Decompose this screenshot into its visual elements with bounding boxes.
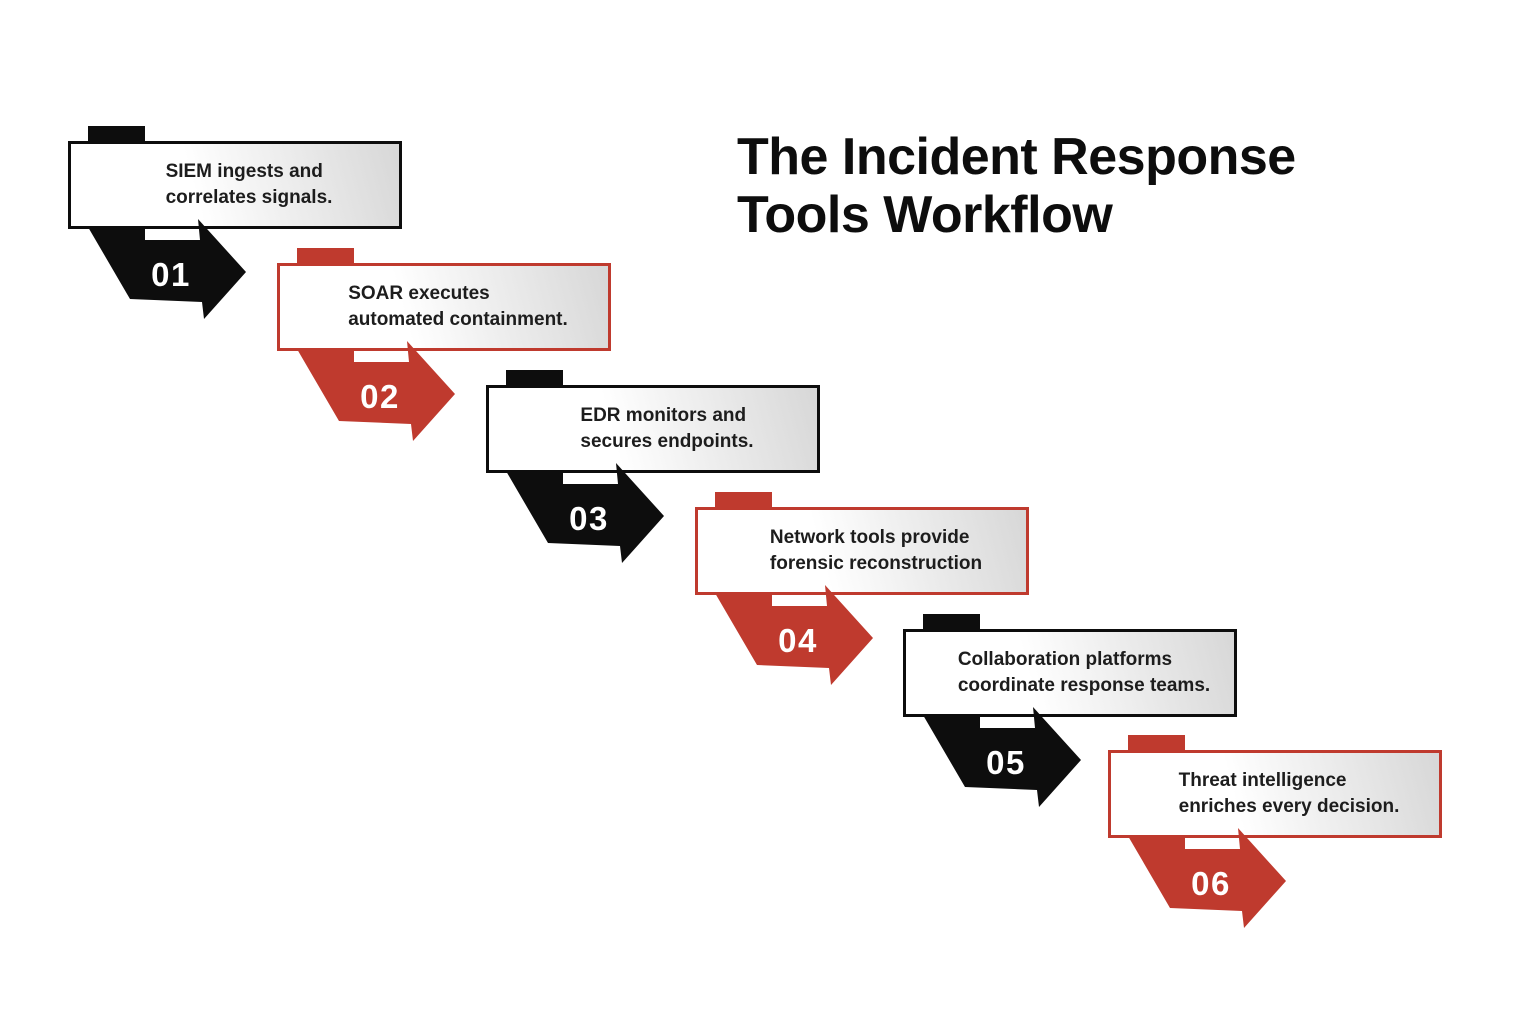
ribbon-tab <box>715 492 772 509</box>
workflow-step-06: Threat intelligence enriches every decis… <box>1108 735 1444 931</box>
step-text-line: forensic reconstruction <box>769 553 983 574</box>
step-description: SIEM ingests and correlates signals. <box>138 159 333 210</box>
step-text-line: Network tools provide <box>769 527 970 549</box>
ribbon-tab <box>297 248 354 265</box>
step-number: 05 <box>986 744 1026 781</box>
step-box: SOAR executes automated containment. <box>277 263 611 351</box>
step-arrow: 02 <box>297 341 455 441</box>
workflow-step-04: Network tools provide forensic reconstru… <box>695 492 1031 688</box>
page-title: The Incident Response Tools Workflow <box>737 128 1296 244</box>
step-box: Threat intelligence enriches every decis… <box>1108 750 1442 838</box>
step-arrow: 03 <box>506 463 664 563</box>
step-box: Network tools provide forensic reconstru… <box>695 507 1029 595</box>
step-arrow: 05 <box>923 707 1081 807</box>
step-number: 04 <box>778 622 818 659</box>
step-text-line: Collaboration platforms <box>957 649 1173 671</box>
step-number: 02 <box>360 378 400 415</box>
step-text-line: correlates signals. <box>165 187 333 208</box>
arrow-shape <box>297 341 455 441</box>
workflow-step-05: Collaboration platforms coordinate respo… <box>903 614 1239 810</box>
ribbon-tab <box>88 126 145 143</box>
ribbon-tab <box>1128 735 1185 752</box>
step-description: SOAR executes automated containment. <box>320 281 568 332</box>
step-number: 06 <box>1191 865 1231 902</box>
step-text-line: SOAR executes <box>348 283 490 305</box>
step-description: Network tools provide forensic reconstru… <box>742 525 982 576</box>
step-arrow: 04 <box>715 585 873 685</box>
step-text-line: EDR monitors and <box>580 405 747 427</box>
step-text-line: coordinate response teams. <box>957 675 1211 696</box>
step-number: 03 <box>569 500 609 537</box>
step-text-line: Threat intelligence <box>1178 770 1347 792</box>
step-box: EDR monitors and secures endpoints. <box>486 385 820 473</box>
step-box: SIEM ingests and correlates signals. <box>68 141 402 229</box>
step-arrow: 06 <box>1128 828 1286 928</box>
page-title-line-2: Tools Workflow <box>737 186 1113 245</box>
step-description: EDR monitors and secures endpoints. <box>552 403 753 454</box>
workflow-step-01: SIEM ingests and correlates signals. 01 <box>68 126 404 322</box>
arrow-shape <box>506 463 664 563</box>
arrow-shape <box>1128 828 1286 928</box>
step-text-line: automated containment. <box>348 309 568 330</box>
step-number: 01 <box>151 256 191 293</box>
step-text-line: secures endpoints. <box>580 431 754 452</box>
arrow-shape <box>88 219 246 319</box>
workflow-step-02: SOAR executes automated containment. 02 <box>277 248 613 444</box>
arrow-shape <box>715 585 873 685</box>
step-arrow: 01 <box>88 219 246 319</box>
page-title-line-1: The Incident Response <box>737 128 1296 186</box>
step-description: Threat intelligence enriches every decis… <box>1151 768 1400 819</box>
arrow-shape <box>923 707 1081 807</box>
step-text-line: enriches every decision. <box>1178 796 1400 817</box>
step-box: Collaboration platforms coordinate respo… <box>903 629 1237 717</box>
workflow-step-03: EDR monitors and secures endpoints. 03 <box>486 370 822 566</box>
step-description: Collaboration platforms coordinate respo… <box>930 647 1210 698</box>
step-text-line: SIEM ingests and <box>165 161 323 183</box>
ribbon-tab <box>923 614 980 631</box>
ribbon-tab <box>506 370 563 387</box>
